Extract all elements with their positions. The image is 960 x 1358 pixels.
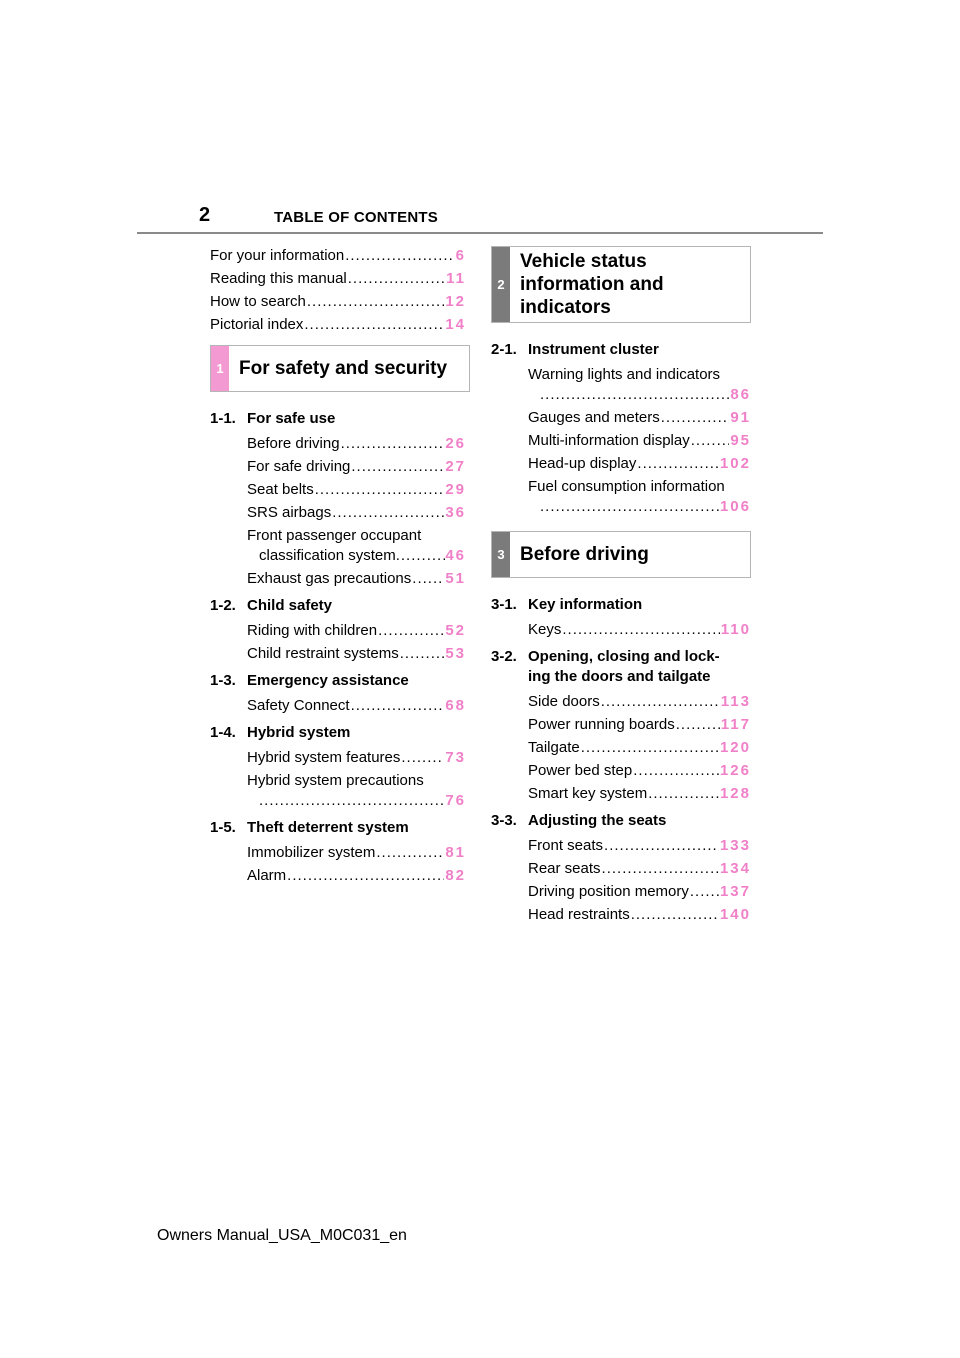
toc-entry[interactable]: Before driving26 (247, 434, 466, 454)
toc-entry[interactable]: Head restraints140 (528, 905, 751, 925)
toc-entry[interactable]: Child restraint systems53 (247, 644, 466, 664)
section-title: Vehicle status information and indicator… (520, 251, 664, 318)
section-title: For safety and security (239, 358, 448, 379)
toc-entry[interactable]: Smart key system128 (528, 784, 751, 804)
toc-entry[interactable]: Gauges and meters91 (528, 408, 751, 428)
toc-entry[interactable]: Power bed step126 (528, 761, 751, 781)
toc-entry[interactable]: Immobilizer system81 (247, 843, 466, 863)
section-tab: 1 (211, 346, 229, 391)
toc-entry[interactable]: Hybrid system precautions 76 (247, 771, 466, 811)
page-number: 2 (199, 204, 211, 226)
toc-entry[interactable]: Pictorial index14 (210, 315, 466, 335)
toc-entry[interactable]: Riding with children52 (247, 621, 466, 641)
toc-entry[interactable]: Hybrid system features73 (247, 748, 466, 768)
toc-entry[interactable]: Seat belts29 (247, 480, 466, 500)
subsection-heading[interactable]: 1-1.For safe use (210, 410, 336, 427)
page-title: TABLE OF CONTENTS (274, 209, 438, 226)
toc-entry[interactable]: Front passenger occupant classification … (247, 526, 466, 566)
toc-entry[interactable]: For safe driving27 (247, 457, 466, 477)
toc-entry[interactable]: Head-up display102 (528, 454, 751, 474)
section-tab: 3 (492, 532, 510, 577)
toc-entry[interactable]: How to search12 (210, 292, 466, 312)
page-link: 11 (446, 270, 466, 287)
subsection-heading[interactable]: 1-2.Child safety (210, 597, 333, 614)
section-title: Before driving (520, 544, 649, 565)
subsection-heading[interactable]: 1-3.Emergency assistance (210, 672, 409, 689)
page-link: 14 (445, 316, 466, 333)
toc-entry[interactable]: Exhaust gas precautions51 (247, 569, 466, 589)
toc-entry[interactable]: Tailgate120 (528, 738, 751, 758)
section-heading-2[interactable]: 2 Vehicle status information and indicat… (491, 246, 751, 323)
subsection-heading[interactable]: 3-3.Adjusting the seats (491, 812, 667, 829)
toc-entry[interactable]: SRS airbags36 (247, 503, 466, 523)
section-heading-1[interactable]: 1 For safety and security (210, 345, 470, 392)
toc-entry[interactable]: Power running boards117 (528, 715, 751, 735)
header-divider (137, 232, 823, 234)
toc-entry[interactable]: Safety Connect68 (247, 696, 466, 716)
subsection-heading[interactable]: 1-4.Hybrid system (210, 724, 351, 741)
toc-entry[interactable]: Fuel consumption information 106 (528, 477, 751, 517)
toc-entry[interactable]: Side doors113 (528, 692, 751, 712)
page-footer: Owners Manual_USA_M0C031_en (157, 1227, 407, 1244)
subsection-heading[interactable]: 1-5.Theft deterrent system (210, 819, 409, 836)
right-column: 2 Vehicle status information and indicat… (491, 246, 751, 928)
toc-entry[interactable]: Front seats133 (528, 836, 751, 856)
section-tab: 2 (492, 247, 510, 322)
subsection-heading[interactable]: 2-1.Instrument cluster (491, 341, 659, 358)
toc-entry[interactable]: Keys110 (528, 620, 751, 640)
section-heading-3[interactable]: 3 Before driving (491, 531, 751, 578)
toc-entry[interactable]: Rear seats134 (528, 859, 751, 879)
subsection-heading[interactable]: 3-1.Key information (491, 596, 643, 613)
subsection-heading[interactable]: 3-2.Opening, closing and lock-ing the do… (491, 648, 720, 685)
toc-entry[interactable]: Reading this manual11 (210, 269, 466, 289)
toc-entry[interactable]: Alarm82 (247, 866, 466, 886)
left-column: For your information6 Reading this manua… (210, 246, 470, 889)
toc-entry[interactable]: Warning lights and indicators 86 (528, 365, 751, 405)
toc-entry[interactable]: Multi-information display95 (528, 431, 751, 451)
page-link: 6 (455, 247, 466, 264)
toc-entry[interactable]: For your information6 (210, 246, 466, 266)
page-link: 12 (445, 293, 466, 310)
toc-entry[interactable]: Driving position memory137 (528, 882, 751, 902)
